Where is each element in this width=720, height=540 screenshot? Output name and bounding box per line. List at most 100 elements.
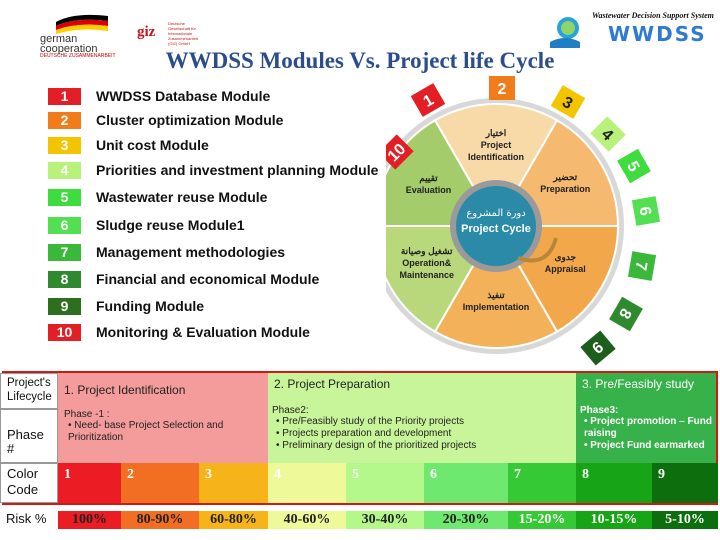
cycle-number-badge: 4 [590,116,626,152]
color-code-cell: 6 [424,463,508,503]
giz-logo: giz [137,24,156,40]
cycle-number: 6 [635,205,653,217]
cycle-number-badge-bg [489,76,515,100]
stage-bullet: • Need- base Project Selection and Prior… [68,420,224,443]
cycle-number-badge-bg [627,251,657,281]
stage-bullet: • Preliminary design of the prioritized … [276,440,477,451]
module-label: WWDSS Database Module [96,88,271,104]
module-item: 3 Unit cost Module [48,137,408,155]
module-number-badge: 5 [48,189,81,206]
stage-title: 3. Pre/Feasibly study [582,377,695,391]
cycle-number: 2 [498,81,507,98]
stage-title: 2. Project Preparation [274,377,391,391]
color-code-cell: 7 [508,463,576,503]
module-label: Unit cost Module [96,137,209,153]
stage-bullet: • Project promotion – Fund raising [584,416,712,439]
cycle-segment-label: Implementation [463,302,530,312]
module-item: 1 WWDSS Database Module [48,88,408,106]
cycle-number-badge: 6 [631,196,661,226]
cycle-number-badge-bg [410,83,446,117]
stage-preparation: 2. Project Preparation Phase2: • Pre/Fea… [268,373,576,463]
cycle-number-badge: 5 [617,148,651,184]
stage-phase: Phase2: • Pre/Feasibly study of the Prio… [268,395,576,452]
cycle-number: 7 [631,260,649,272]
color-code-cell: 1 [58,463,121,503]
stage-feasibility: 3. Pre/Feasibly study Phase3: • Project … [576,373,716,463]
module-item: 2 Cluster optimization Module [48,112,408,130]
cycle-number-badge: 1 [410,83,446,117]
color-code-cell: 4 [268,463,346,503]
stage-bullet: • Projects preparation and development [276,428,452,439]
module-label: Cluster optimization Module [96,112,284,128]
phase-row-label: Phase # [0,409,58,463]
color-code-cell: 2 [121,463,199,503]
stage-bullet: • Project Fund earmarked [584,440,705,451]
cycle-segment-label: Maintenance [399,270,454,280]
cycle-center-label-ar: دورة المشروع [466,208,525,219]
project-cycle-diagram: اختيارProjectIdentificationتحضيرPreparat… [386,76,661,366]
cycle-segment-label: Operation& [402,258,452,268]
module-number-badge: 4 [48,162,81,179]
color-code-cell: 9 [652,463,718,503]
cycle-number-badge-bg [386,134,414,170]
cycle-number-badge: 9 [580,330,616,366]
module-label: Priorities and investment planning Modul… [96,162,379,178]
cycle-number-badge: 2 [489,76,515,100]
cycle-number-badge: 10 [386,134,414,170]
cycle-number-badge-bg [609,296,643,332]
cycle-segment-label: تنفيذ [487,290,505,300]
module-number-badge: 6 [48,217,81,234]
german-cooperation-logo-text: german cooperation [40,33,98,55]
module-number-badge: 1 [48,88,81,105]
module-label: Management methodologies [96,244,286,260]
risk-cell: 10-15% [576,511,652,529]
cycle-number-badge-bg [617,148,651,184]
cycle-segment-label: جدوى [554,252,576,263]
module-item: 5 Wastewater reuse Module [48,189,408,207]
cycle-arrow-icon [517,237,558,263]
german-cooperation-flag-icon [56,14,108,34]
stage-title: 1. Project Identification [64,383,186,397]
giz-logo-subtitle: Deutsche Gesellschaft für Internationale… [168,21,199,46]
cycle-center [456,186,536,266]
cycle-segment-label: Appraisal [545,264,586,274]
cycle-segment-label: Identification [468,152,524,162]
water-drop-logo-icon [550,17,580,48]
module-item: 6 Sludge reuse Module1 [48,217,408,235]
cycle-segment-label: تحضير [552,172,577,183]
lifecycle-row-label: Project's Lifecycle [0,373,58,409]
module-number-badge: 3 [48,137,81,154]
cycle-segment-label: تقييم [419,173,438,184]
cycle-number-badge: 3 [550,85,586,119]
risk-row-label: Risk % [0,510,58,530]
risk-cell: 80-90% [121,511,199,529]
module-number-badge: 10 [48,324,81,341]
color-code-cell: 5 [346,463,424,503]
cycle-center-label: Project Cycle [461,223,531,235]
module-item: 4 Priorities and investment planning Modu… [48,162,408,180]
cycle-segment-label: اختيار [485,128,507,139]
risk-cell: 20-30% [424,511,508,529]
module-label: Sludge reuse Module1 [96,217,245,233]
module-item: 10 Monitoring & Evaluation Module [48,324,408,342]
cycle-number-badge-bg [580,330,616,366]
cycle-number-badge-bg [550,85,586,119]
cycle-number-badge-bg [631,196,661,226]
cycle-number-badge: 8 [609,296,643,332]
stage-bullet: • Pre/Feasibly study of the Priority pro… [276,416,465,427]
module-label: Wastewater reuse Module [96,189,268,205]
cycle-segment-label: Preparation [540,184,590,194]
module-label: Monitoring & Evaluation Module [96,324,310,340]
stage-phase: Phase3: • Project promotion – Fund raisi… [580,405,712,451]
risk-cell: 5-10% [652,511,718,529]
module-number-badge: 2 [48,112,81,129]
risk-cell: 60-80% [199,511,268,529]
cycle-segment-label: Evaluation [406,185,452,195]
risk-cell: 30-40% [346,511,424,529]
color-code-cell: 8 [576,463,652,503]
module-number-badge: 8 [48,271,81,288]
risk-cell: 40-60% [268,511,346,529]
